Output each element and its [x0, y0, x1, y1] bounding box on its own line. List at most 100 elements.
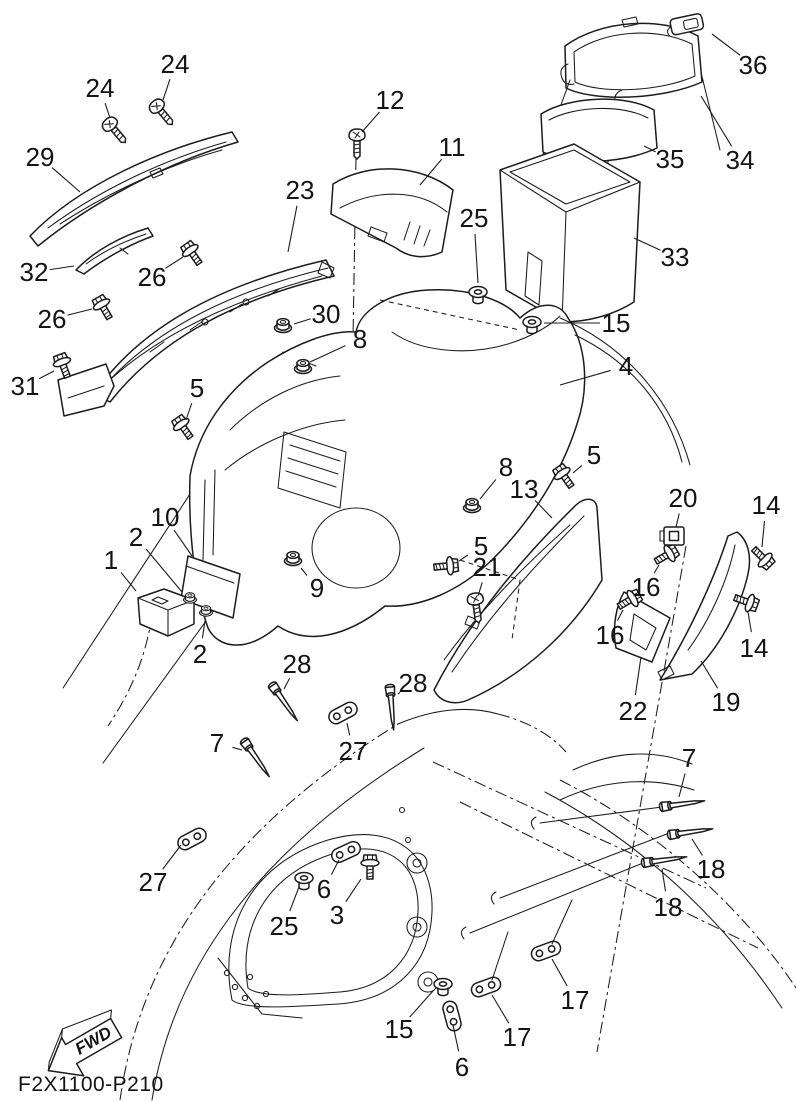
leader-line-36	[711, 33, 741, 56]
bolt-icon-26b	[88, 292, 119, 324]
leader-line-24	[104, 103, 111, 119]
bracket-icon-27b	[174, 825, 210, 853]
callout-30: 30	[312, 299, 341, 329]
bracket-icon-27a	[325, 699, 361, 727]
callout-4: 4	[619, 351, 633, 381]
part-32-trim	[75, 227, 154, 275]
callout-29: 29	[26, 142, 55, 172]
callout-23: 23	[286, 175, 315, 205]
callout-17: 17	[561, 985, 590, 1015]
leader-line-12	[361, 111, 380, 133]
leader-line-9	[300, 567, 308, 576]
pin-icon-28b	[384, 683, 399, 732]
leader-line-6	[452, 1024, 460, 1052]
bracket-icon-6b	[440, 998, 464, 1034]
callout-15: 15	[602, 308, 631, 338]
callout-15: 15	[385, 1014, 414, 1044]
part-4-console	[188, 289, 691, 646]
screw-icon-24b	[146, 95, 180, 131]
leader-line-27	[346, 722, 351, 736]
leader-line-2	[201, 620, 206, 639]
leader-line-16	[616, 609, 624, 622]
leader-line-28	[283, 677, 291, 690]
leader-line-26	[165, 256, 184, 269]
grommet-icon-15b	[433, 977, 453, 997]
leader-line-33	[633, 237, 661, 251]
screw-icon-24a	[99, 113, 133, 149]
leader-line-17	[491, 994, 510, 1024]
callout-2: 2	[193, 639, 207, 669]
callout-2: 2	[129, 522, 143, 552]
callout-33: 33	[661, 242, 690, 272]
nut-icon-2a	[183, 592, 197, 604]
nut-icon-8b	[462, 497, 482, 514]
leader-line-2	[145, 548, 183, 593]
leader-line-5	[458, 554, 469, 562]
callout-21: 21	[473, 552, 502, 582]
leader-line-6	[330, 859, 340, 876]
nut-icon-2b	[199, 605, 213, 617]
part-11-cover	[330, 168, 454, 258]
leader-line-21	[477, 582, 483, 597]
callout-24: 24	[161, 49, 190, 79]
leader-line-1	[120, 572, 137, 592]
part-19-side-trim	[657, 531, 751, 681]
bolt-icon-16a	[650, 540, 682, 571]
leader-line-25	[474, 233, 479, 284]
leader-line-14	[747, 611, 752, 633]
callout-6: 6	[455, 1052, 469, 1082]
leader-line-27	[162, 844, 182, 870]
leader-line-26	[67, 308, 93, 316]
callout-26: 26	[138, 262, 167, 292]
leader-line-19	[700, 660, 719, 689]
pin-icon-28a	[266, 679, 302, 724]
callout-34: 34	[726, 145, 755, 175]
leader-line-34	[700, 95, 733, 147]
bolt-icon-5a	[168, 412, 199, 444]
bolt-icon-26a	[177, 238, 208, 270]
callout-8: 8	[353, 324, 367, 354]
part-13-side-panel	[433, 498, 603, 704]
leader-line-3	[345, 878, 362, 902]
callout-12: 12	[376, 85, 405, 115]
part-10-bracket	[180, 555, 241, 619]
part-36-latch	[667, 13, 705, 37]
leader-line-35	[643, 145, 656, 153]
leader-line-18	[691, 838, 703, 856]
callout-14: 14	[752, 490, 781, 520]
callout-6: 6	[317, 874, 331, 904]
leader-line-25	[289, 886, 300, 912]
clipnut-icon-20	[659, 526, 685, 546]
leader-line-5	[185, 402, 193, 421]
callout-7: 7	[682, 743, 696, 773]
leader-line-15	[409, 990, 434, 1018]
callout-1: 1	[104, 545, 118, 575]
callout-25: 25	[270, 911, 299, 941]
pin-icon-7R	[658, 795, 707, 813]
leader-line-5	[572, 464, 583, 474]
callout-19: 19	[712, 687, 741, 717]
leader-line-13	[534, 500, 553, 519]
leader-line-16	[653, 564, 660, 574]
callout-36: 36	[739, 50, 768, 80]
leader-line-28	[397, 692, 401, 695]
callout-9: 9	[310, 573, 324, 603]
screw-icon-3	[360, 854, 380, 880]
callout-28: 28	[283, 649, 312, 679]
callout-5: 5	[190, 373, 204, 403]
nut-icon-9	[283, 550, 303, 567]
callout-32: 32	[20, 257, 49, 287]
part-23-dash-trim	[57, 259, 335, 417]
callout-24: 24	[86, 73, 115, 103]
callout-25: 25	[460, 203, 489, 233]
callout-18: 18	[697, 854, 726, 884]
callout-22: 22	[619, 696, 648, 726]
leader-line-10	[173, 529, 193, 557]
fasteners	[50, 95, 778, 1034]
callout-18: 18	[654, 892, 683, 922]
callout-35: 35	[656, 144, 685, 174]
pin-icon-18a	[666, 823, 715, 841]
part-1-block	[137, 588, 195, 637]
part-33-storage-bin	[499, 143, 641, 323]
